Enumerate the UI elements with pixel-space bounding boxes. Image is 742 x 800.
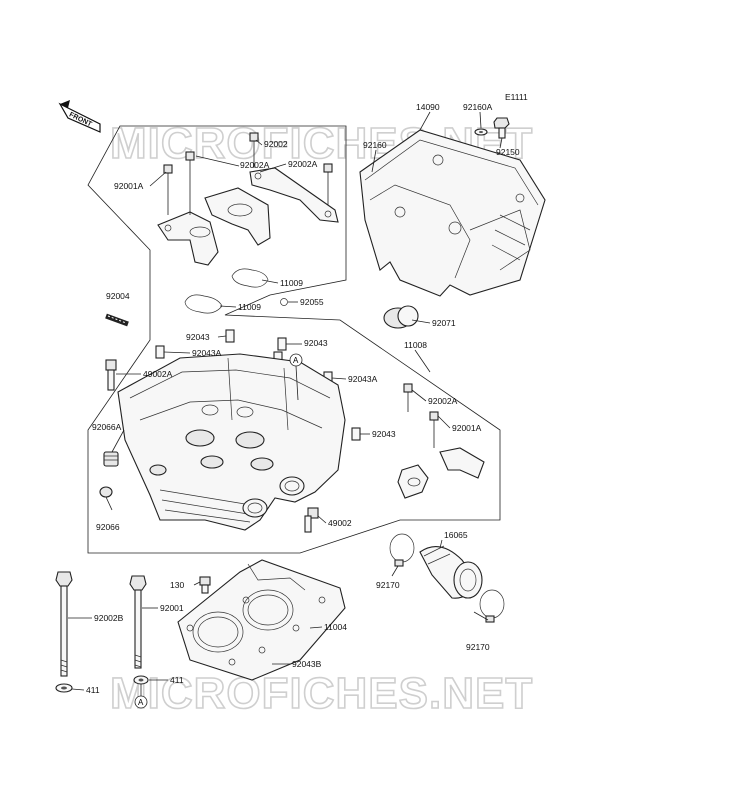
- cylinder-head: [117, 353, 346, 531]
- plug-49002: [304, 507, 319, 533]
- callout-11004: 11004: [324, 622, 347, 632]
- diagram-code: E1111: [505, 92, 528, 102]
- leader-lines: [68, 111, 503, 696]
- callout-92043-3: 92043: [372, 429, 396, 439]
- callout-92002-top: 92002: [264, 139, 288, 149]
- callout-92043-1: 92043: [186, 332, 210, 342]
- watermark-bottom: MICROFICHES.NET: [110, 669, 533, 718]
- plug-49002A: [105, 359, 117, 391]
- callout-92043B: 92043B: [292, 659, 322, 669]
- callout-49002: 49002: [328, 518, 352, 528]
- bolts-lower-right: [403, 383, 439, 448]
- callout-92002B: 92002B: [94, 613, 124, 623]
- ref-marker-a-head-text: A: [293, 356, 299, 365]
- callout-92043A-2: 92043A: [348, 374, 378, 384]
- bolt-92150: [493, 117, 510, 139]
- oring-11009-a: [231, 268, 269, 288]
- seal-92066A: [103, 451, 119, 467]
- callout-130: 130: [170, 580, 184, 590]
- bolt-130: [199, 576, 211, 594]
- camshaft-cap-lower: [397, 447, 485, 499]
- washer-92066: [99, 486, 113, 498]
- stud-92004: [105, 313, 129, 327]
- assembly-outline: [87, 125, 501, 554]
- washer-411-a-hole: [61, 686, 67, 690]
- oring-92055: [280, 298, 288, 306]
- washer-92160A: [474, 128, 488, 136]
- head-gasket-11004: [177, 559, 346, 681]
- washer-411-b-hole: [138, 678, 144, 682]
- callout-92170-1: 92170: [376, 580, 400, 590]
- callout-92160A: 92160A: [463, 102, 493, 112]
- front-arrow-icon: FRONT: [58, 100, 101, 133]
- callout-11008: 11008: [404, 340, 427, 350]
- callout-92001A-1: 92001A: [114, 181, 144, 191]
- ref-marker-a-bolt: A: [134, 695, 148, 709]
- callout-92043-2: 92043: [304, 338, 328, 348]
- cylinder-head-cover: [359, 129, 546, 297]
- callout-92002A-3: 92002A: [428, 396, 458, 406]
- clamp-92170-a: [389, 533, 415, 567]
- bolt-92002B: [55, 571, 73, 677]
- carb-holder-16065: [419, 545, 483, 599]
- callout-92066: 92066: [96, 522, 120, 532]
- callout-92002A-1: 92002A: [240, 160, 270, 170]
- callout-92001: 92001: [160, 603, 184, 613]
- callout-92002A-2: 92002A: [288, 159, 318, 169]
- bolts-upper: [163, 132, 333, 215]
- oring-11009-b: [184, 294, 223, 314]
- bolt-92001: [129, 575, 147, 669]
- callout-92160: 92160: [363, 140, 387, 150]
- camshaft-cap-upper-1: [157, 211, 219, 266]
- ref-marker-a-head: A: [289, 353, 303, 367]
- callout-11009-1: 11009: [280, 278, 303, 288]
- callout-92055: 92055: [300, 297, 324, 307]
- callout-11009-2: 11009: [238, 302, 261, 312]
- callout-92004: 92004: [106, 291, 130, 301]
- callout-92150: 92150: [496, 147, 520, 157]
- callout-49002A: 49002A: [143, 369, 173, 379]
- callout-411-1: 411: [170, 675, 184, 685]
- callout-411-2: 411: [86, 685, 100, 695]
- callout-14090: 14090: [416, 102, 440, 112]
- callout-92043A-1: 92043A: [192, 348, 222, 358]
- callout-92170-2: 92170: [466, 642, 490, 652]
- callout-labels: 14090 92160A 92150 92160 92002 92002A 92…: [86, 102, 520, 695]
- callout-92066A: 92066A: [92, 422, 122, 432]
- callout-92071: 92071: [432, 318, 456, 328]
- ref-marker-a-bolt-text: A: [138, 698, 144, 707]
- camshaft-holder-92002A: [249, 167, 339, 223]
- callout-92001A-2: 92001A: [452, 423, 482, 433]
- grommet-92071: [383, 305, 419, 329]
- callout-16065: 16065: [444, 530, 468, 540]
- camshaft-cap-upper-2: [204, 187, 271, 246]
